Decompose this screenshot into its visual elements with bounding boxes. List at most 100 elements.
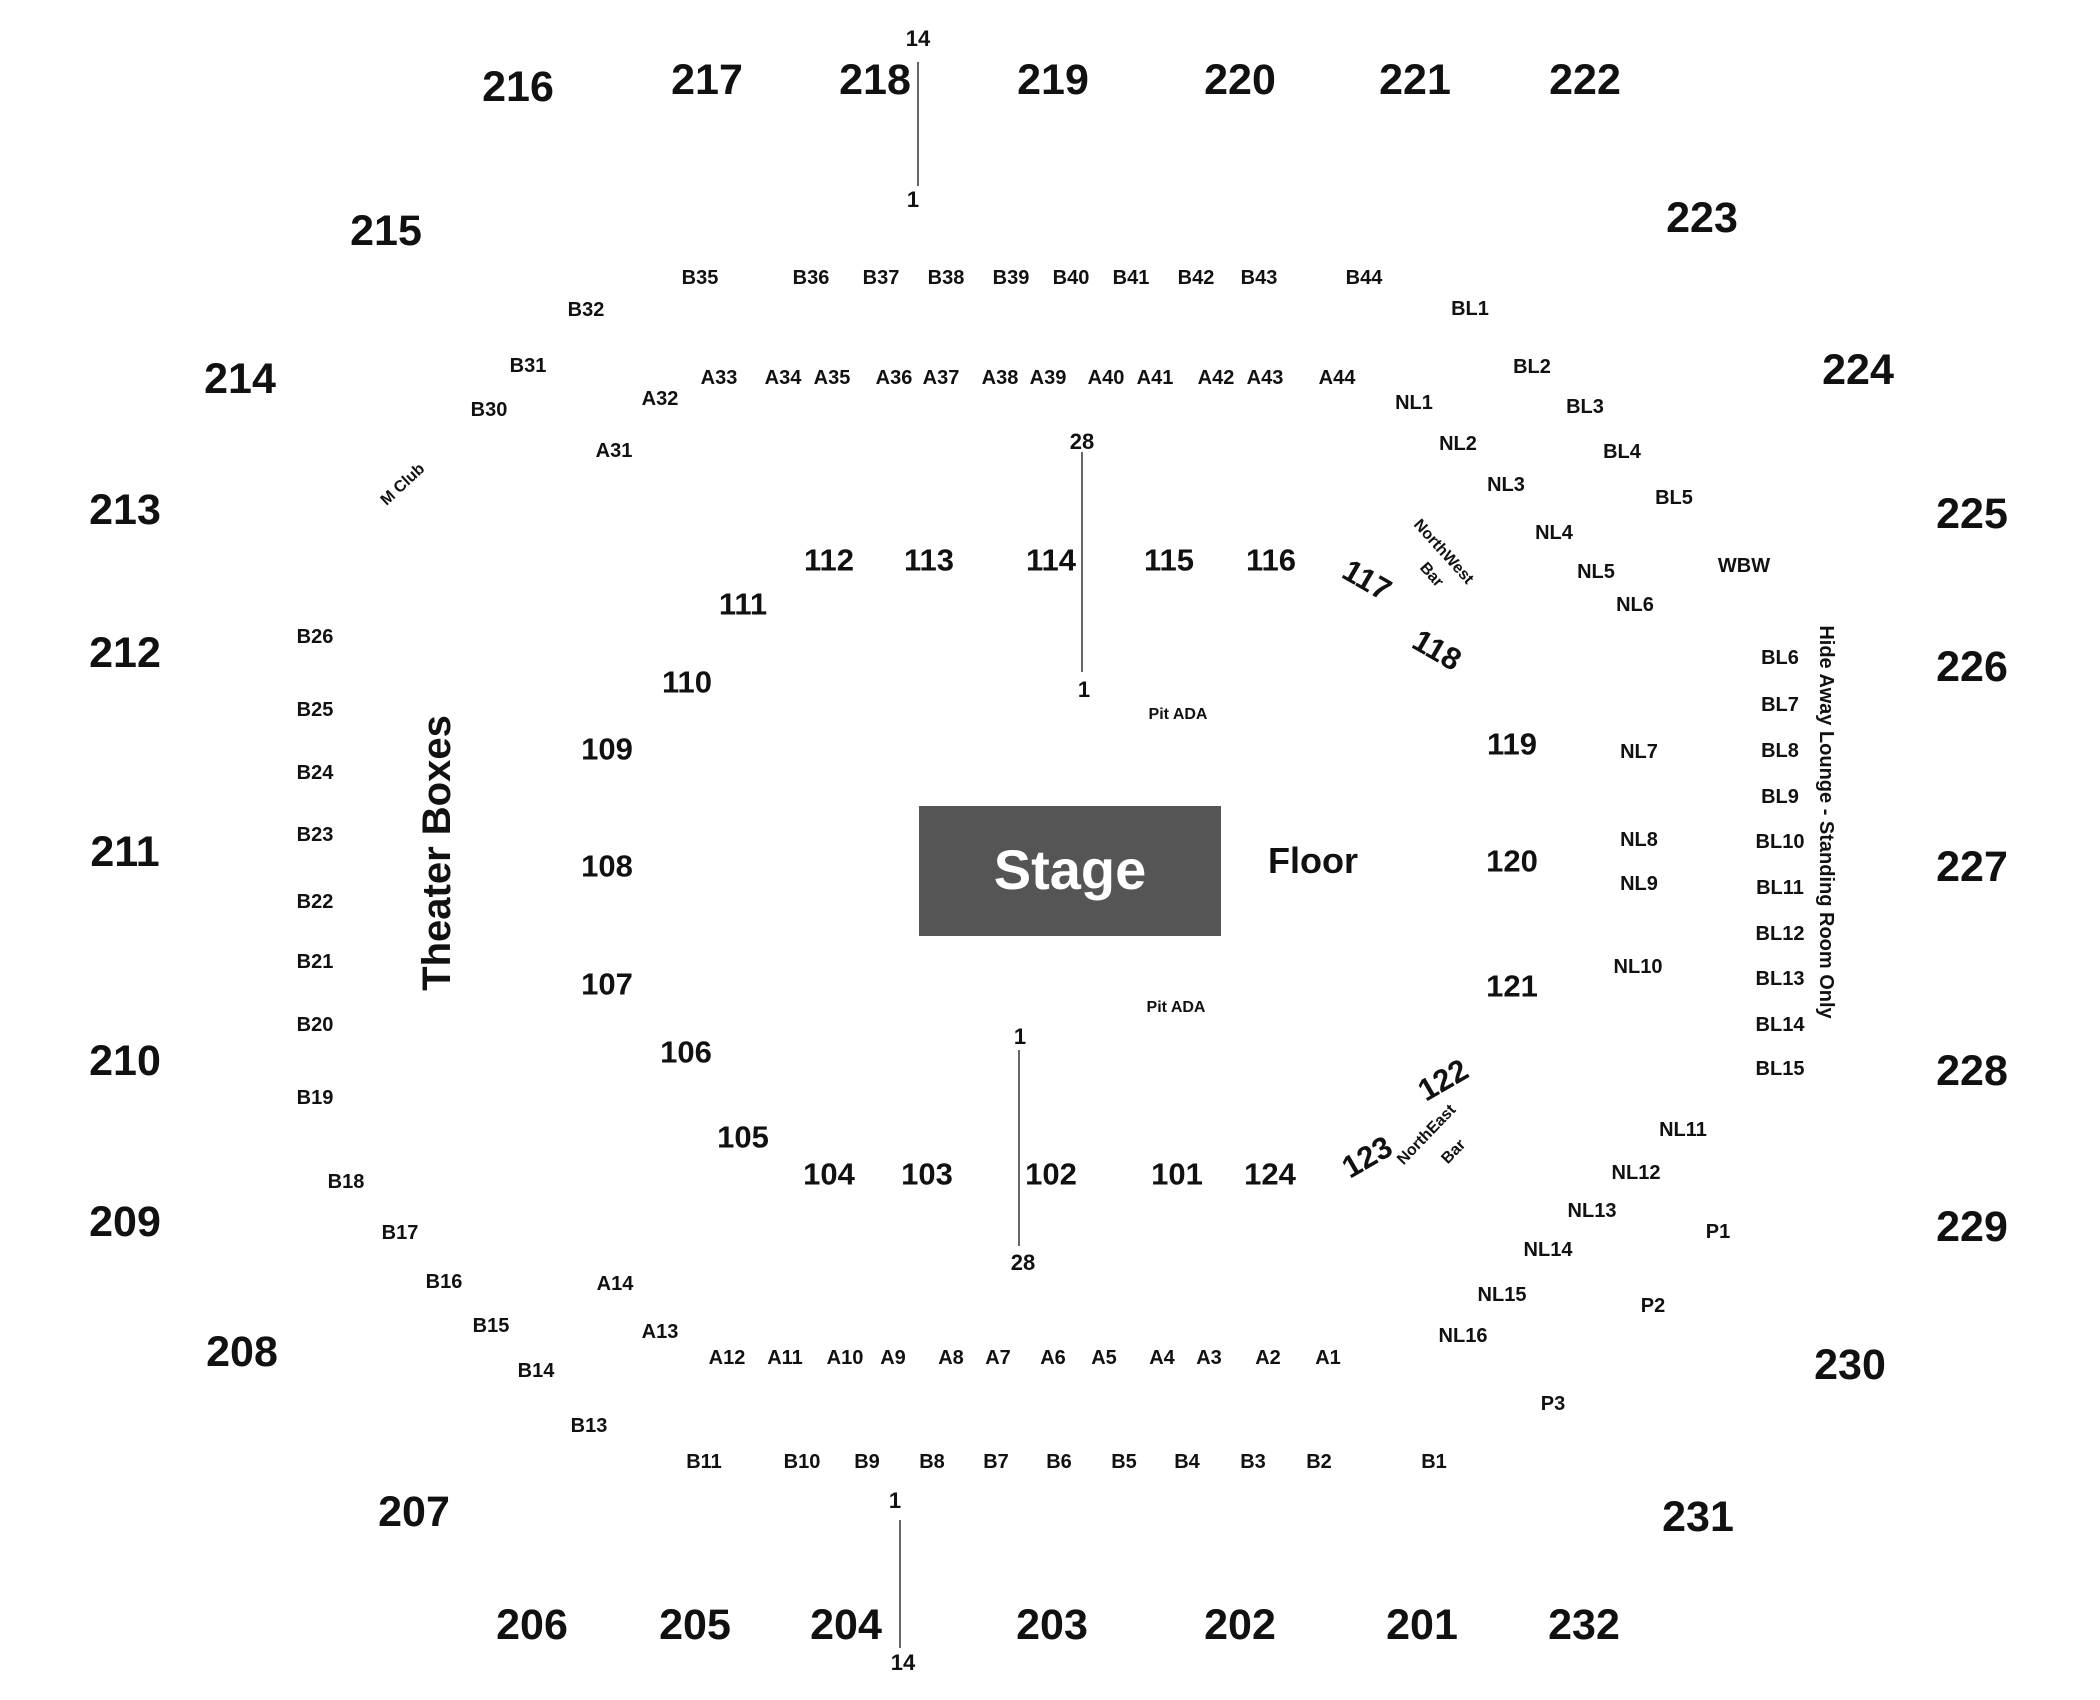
- box-b18[interactable]: B18: [328, 1171, 365, 1193]
- box-p2[interactable]: P2: [1641, 1295, 1665, 1317]
- section-114[interactable]: 114: [1026, 543, 1077, 578]
- section-107[interactable]: 107: [581, 967, 633, 1002]
- box-b31[interactable]: B31: [510, 355, 547, 377]
- box-b4[interactable]: B4: [1174, 1451, 1200, 1473]
- box-b44[interactable]: B44: [1346, 267, 1384, 289]
- box-b2[interactable]: B2: [1306, 1451, 1332, 1473]
- box-b41[interactable]: B41: [1113, 267, 1150, 289]
- box-nl1[interactable]: NL1: [1395, 392, 1433, 414]
- box-b16[interactable]: B16: [426, 1271, 463, 1293]
- box-b17[interactable]: B17: [382, 1222, 419, 1244]
- box-bl14[interactable]: BL14: [1756, 1014, 1806, 1036]
- box-b37[interactable]: B37: [863, 267, 900, 289]
- section-112[interactable]: 112: [804, 543, 854, 578]
- box-nl5[interactable]: NL5: [1577, 561, 1615, 583]
- box-a11[interactable]: A11: [767, 1347, 803, 1369]
- section-207[interactable]: 207: [378, 1488, 450, 1536]
- section-118[interactable]: 118: [1407, 622, 1468, 677]
- section-222[interactable]: 222: [1549, 56, 1621, 104]
- box-nl14[interactable]: NL14: [1524, 1239, 1574, 1261]
- box-nl3[interactable]: NL3: [1487, 474, 1525, 496]
- section-210[interactable]: 210: [89, 1037, 161, 1085]
- box-bl10[interactable]: BL10: [1756, 831, 1805, 853]
- section-120[interactable]: 120: [1486, 844, 1538, 879]
- box-a32[interactable]: A32: [642, 388, 679, 410]
- section-124[interactable]: 124: [1244, 1157, 1296, 1192]
- box-nl7[interactable]: NL7: [1620, 741, 1658, 763]
- box-b13[interactable]: B13: [571, 1415, 608, 1437]
- section-226[interactable]: 226: [1936, 643, 2008, 691]
- section-225[interactable]: 225: [1936, 490, 2008, 538]
- box-a6[interactable]: A6: [1040, 1347, 1066, 1369]
- box-a40[interactable]: A40: [1088, 367, 1125, 389]
- box-a5[interactable]: A5: [1091, 1347, 1117, 1369]
- box-a2[interactable]: A2: [1255, 1347, 1281, 1369]
- box-bl11[interactable]: BL11: [1756, 877, 1804, 899]
- box-a13[interactable]: A13: [642, 1321, 679, 1343]
- section-206[interactable]: 206: [496, 1601, 568, 1649]
- box-bl12[interactable]: BL12: [1756, 923, 1805, 945]
- section-204[interactable]: 204: [810, 1601, 882, 1649]
- box-a35[interactable]: A35: [814, 367, 851, 389]
- box-b7[interactable]: B7: [983, 1451, 1009, 1473]
- box-b36[interactable]: B36: [793, 267, 830, 289]
- section-205[interactable]: 205: [659, 1601, 731, 1649]
- box-b39[interactable]: B39: [993, 267, 1030, 289]
- section-111[interactable]: 111: [719, 587, 767, 622]
- box-a10[interactable]: A10: [827, 1347, 864, 1369]
- box-nl8[interactable]: NL8: [1620, 829, 1658, 851]
- box-p3[interactable]: P3: [1541, 1393, 1565, 1415]
- section-224[interactable]: 224: [1822, 346, 1894, 394]
- box-b9[interactable]: B9: [854, 1451, 880, 1473]
- section-219[interactable]: 219: [1017, 56, 1089, 104]
- box-b10[interactable]: B10: [784, 1451, 821, 1473]
- section-217[interactable]: 217: [671, 56, 743, 104]
- box-bl3[interactable]: BL3: [1566, 396, 1604, 418]
- box-b38[interactable]: B38: [928, 267, 965, 289]
- box-nl2[interactable]: NL2: [1439, 433, 1477, 455]
- section-109[interactable]: 109: [581, 732, 633, 767]
- pit-ada-top[interactable]: Pit ADA: [1149, 706, 1208, 723]
- section-110[interactable]: 110: [662, 665, 712, 700]
- box-bl2[interactable]: BL2: [1513, 356, 1551, 378]
- box-b5[interactable]: B5: [1111, 1451, 1137, 1473]
- section-202[interactable]: 202: [1204, 1601, 1276, 1649]
- box-wbw[interactable]: WBW: [1718, 555, 1770, 577]
- box-b43[interactable]: B43: [1241, 267, 1278, 289]
- box-b14[interactable]: B14: [518, 1360, 556, 1382]
- box-a31[interactable]: A31: [596, 440, 633, 462]
- box-bl9[interactable]: BL9: [1761, 786, 1799, 808]
- section-201[interactable]: 201: [1386, 1601, 1458, 1649]
- box-a4[interactable]: A4: [1149, 1347, 1175, 1369]
- box-bl4[interactable]: BL4: [1603, 441, 1642, 463]
- box-a14[interactable]: A14: [597, 1273, 635, 1295]
- section-221[interactable]: 221: [1379, 56, 1451, 104]
- section-108[interactable]: 108: [581, 849, 633, 884]
- section-121[interactable]: 121: [1486, 969, 1538, 1004]
- section-214[interactable]: 214: [204, 355, 276, 403]
- box-b25[interactable]: B25: [297, 699, 334, 721]
- box-nl15[interactable]: NL15: [1478, 1284, 1527, 1306]
- section-230[interactable]: 230: [1814, 1341, 1886, 1389]
- section-212[interactable]: 212: [89, 629, 161, 677]
- box-b30[interactable]: B30: [471, 399, 508, 421]
- box-b3[interactable]: B3: [1240, 1451, 1266, 1473]
- section-122[interactable]: 122: [1412, 1052, 1474, 1108]
- box-a33[interactable]: A33: [701, 367, 738, 389]
- box-nl9[interactable]: NL9: [1620, 873, 1658, 895]
- section-105[interactable]: 105: [717, 1120, 769, 1155]
- section-116[interactable]: 116: [1246, 543, 1296, 578]
- box-bl1[interactable]: BL1: [1451, 298, 1489, 320]
- section-208[interactable]: 208: [206, 1328, 278, 1376]
- box-nl11[interactable]: NL11: [1659, 1119, 1707, 1141]
- section-220[interactable]: 220: [1204, 56, 1276, 104]
- section-113[interactable]: 113: [904, 543, 954, 578]
- section-209[interactable]: 209: [89, 1198, 161, 1246]
- box-a7[interactable]: A7: [985, 1347, 1011, 1369]
- section-102[interactable]: 102: [1025, 1157, 1077, 1192]
- box-a9[interactable]: A9: [880, 1347, 906, 1369]
- box-b11[interactable]: B11: [686, 1451, 722, 1473]
- box-a3[interactable]: A3: [1196, 1347, 1222, 1369]
- box-nl10[interactable]: NL10: [1614, 956, 1663, 978]
- pit-ada-bottom[interactable]: Pit ADA: [1147, 999, 1206, 1016]
